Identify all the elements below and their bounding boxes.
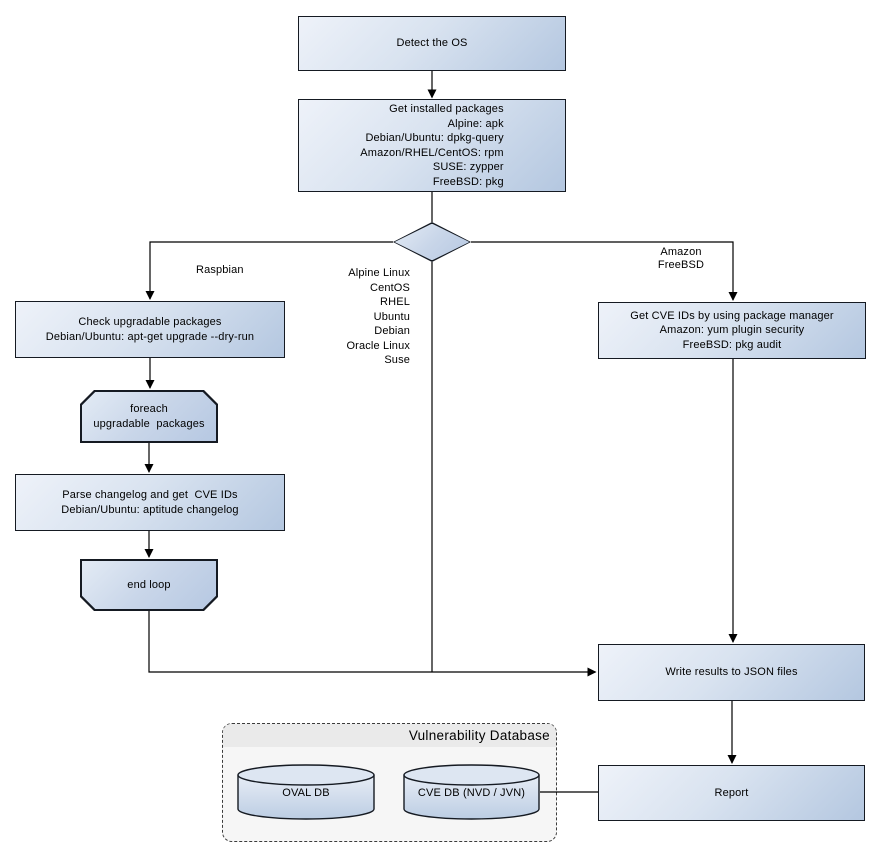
vulnerability-database-header (223, 724, 556, 747)
edge-label-os-list: Alpine Linux CentOS RHEL Ubuntu Debian O… (346, 267, 410, 366)
node-get-cve-ids: Get CVE IDs by using package manager Ama… (598, 302, 866, 359)
node-parse-changelog: Parse changelog and get CVE IDs Debian/U… (15, 474, 285, 531)
vulnerability-database-title: Vulnerability Database (408, 728, 550, 743)
os-decision-diamond (393, 222, 471, 262)
database-cylinder-icon (403, 764, 540, 820)
edge-label-amazon-freebsd: Amazon FreeBSD (657, 246, 705, 271)
edge-label-raspbian: Raspbian (196, 264, 244, 276)
loop-end-fill (82, 561, 217, 610)
node-write-results-json: Write results to JSON files (598, 644, 865, 701)
node-check-upgradable-packages: Check upgradable packages Debian/Ubuntu:… (15, 301, 285, 358)
diamond-fill (394, 223, 470, 261)
node-get-installed-packages: Get installed packages Alpine: apk Debia… (298, 99, 566, 192)
loop-end-text: end loop (127, 578, 171, 591)
cylinder-label: OVAL DB (282, 787, 330, 799)
cylinder-label: CVE DB (NVD / JVN) (417, 787, 526, 799)
oval-db-cylinder: OVAL DB (237, 764, 375, 820)
node-foreach-loop-start: foreach upgradable packages (80, 390, 218, 443)
loop-start-fill (82, 392, 217, 442)
cve-db-cylinder: CVE DB (NVD / JVN) (403, 764, 540, 820)
node-label-block: Get installed packages Alpine: apk Debia… (360, 103, 504, 188)
loop-start-text: foreach upgradable packages (93, 403, 205, 430)
node-end-loop: end loop (80, 559, 218, 611)
node-report: Report (598, 765, 865, 821)
node-label: Detect the OS (396, 37, 468, 50)
database-cylinder-icon (237, 764, 375, 820)
node-detect-os: Detect the OS (298, 16, 566, 71)
